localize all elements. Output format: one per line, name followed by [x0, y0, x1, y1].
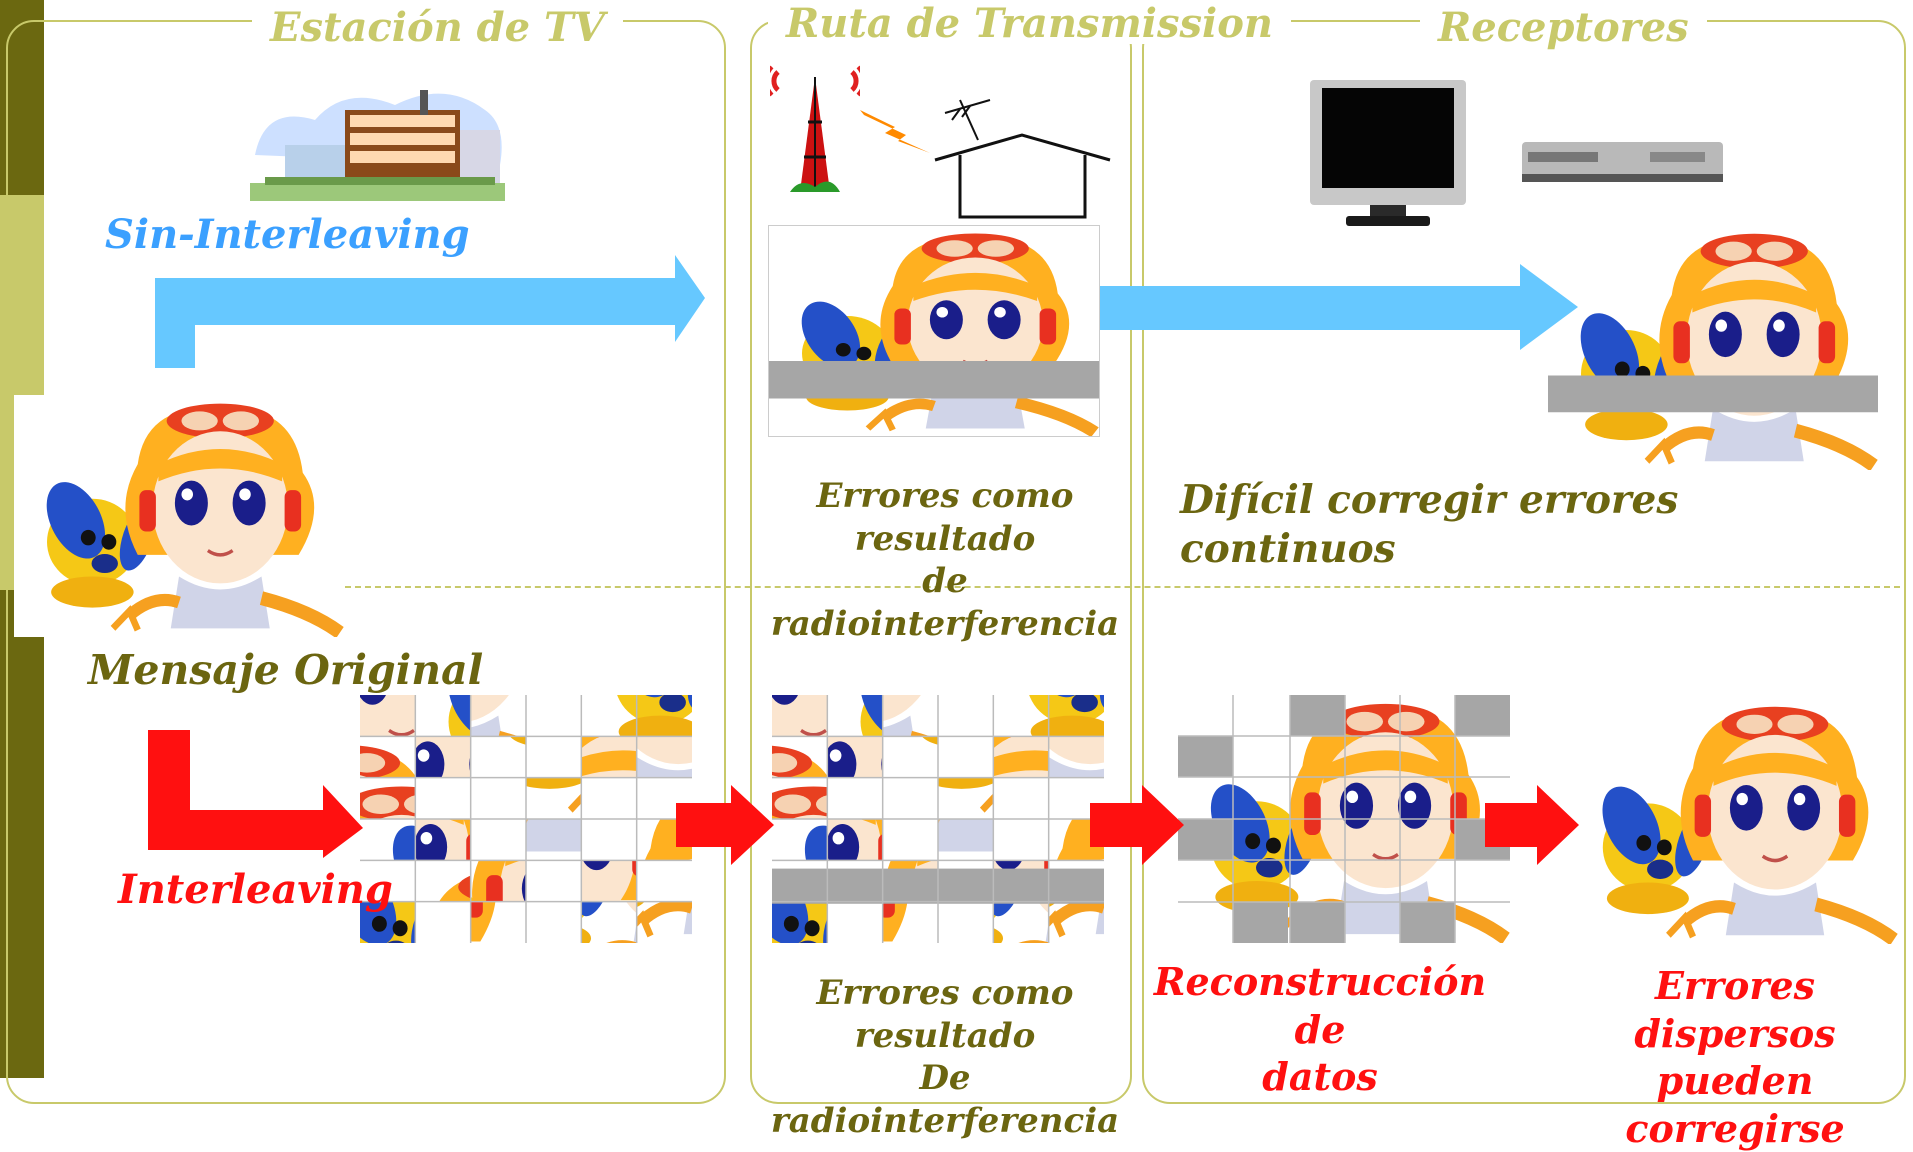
dispersed-label: Errores dispersos pueden corregirse: [1560, 962, 1910, 1152]
red-arrow-2: [676, 785, 776, 865]
broadcast-tower-icon: [770, 62, 860, 202]
errors-bottom-line1: Errores como resultado: [816, 973, 1074, 1056]
interleaving-arrow: [148, 730, 368, 860]
dvd-recorder-icon: [1520, 138, 1725, 186]
red-arrow-3: [1090, 785, 1186, 865]
dispersed-line1: Errores dispersos: [1634, 963, 1836, 1056]
original-message-label: Mensaje Original: [88, 646, 484, 694]
reconstruction-label: Reconstrucción de datos: [1140, 958, 1500, 1101]
interleaving-label: Interleaving: [118, 866, 393, 913]
errors-bottom-label: Errores como resultado De radiointerfere…: [755, 972, 1135, 1142]
lightning-icon: [860, 105, 930, 155]
difficult-label: Difícil corregir errores continuos: [1180, 477, 1679, 572]
blue-arrow-to-receiver: [1100, 262, 1580, 352]
interleaved-received-image: [772, 695, 1104, 943]
errors-bottom-line2: De radiointerferencia: [770, 1058, 1120, 1141]
errors-top-line1: Errores como resultado: [816, 476, 1074, 559]
red-arrow-4: [1485, 785, 1581, 865]
result-image-no-interleaving: [1548, 225, 1878, 470]
dispersed-line2: pueden corregirse: [1625, 1058, 1845, 1151]
tv-station-building-icon: [245, 65, 510, 205]
no-interleaving-arrow: [150, 250, 710, 370]
section-title-receivers: Receptores: [1420, 8, 1707, 48]
reconstructed-image: [1178, 695, 1510, 943]
television-icon: [1308, 78, 1468, 233]
section-title-route: Ruta de Transmission: [768, 4, 1291, 44]
section-title-station: Estación de TV: [252, 8, 623, 48]
received-image-no-interleaving: [768, 225, 1100, 437]
interleaved-image: [360, 695, 692, 943]
error-band-result: [1548, 375, 1878, 413]
house-antenna-icon: [930, 95, 1115, 220]
errors-top-label: Errores como resultado de radiointerfere…: [755, 475, 1135, 645]
original-message-image: [14, 395, 344, 637]
reconstruction-line2: datos: [1262, 1054, 1378, 1099]
dashed-divider: [345, 586, 1900, 588]
no-interleaving-label: Sin-Interleaving: [105, 211, 470, 258]
error-band: [769, 361, 1099, 399]
errors-top-line2: de radiointerferencia: [770, 561, 1120, 644]
reconstruction-line1: Reconstrucción de: [1153, 959, 1487, 1052]
corrected-result-image: [1570, 698, 1898, 944]
